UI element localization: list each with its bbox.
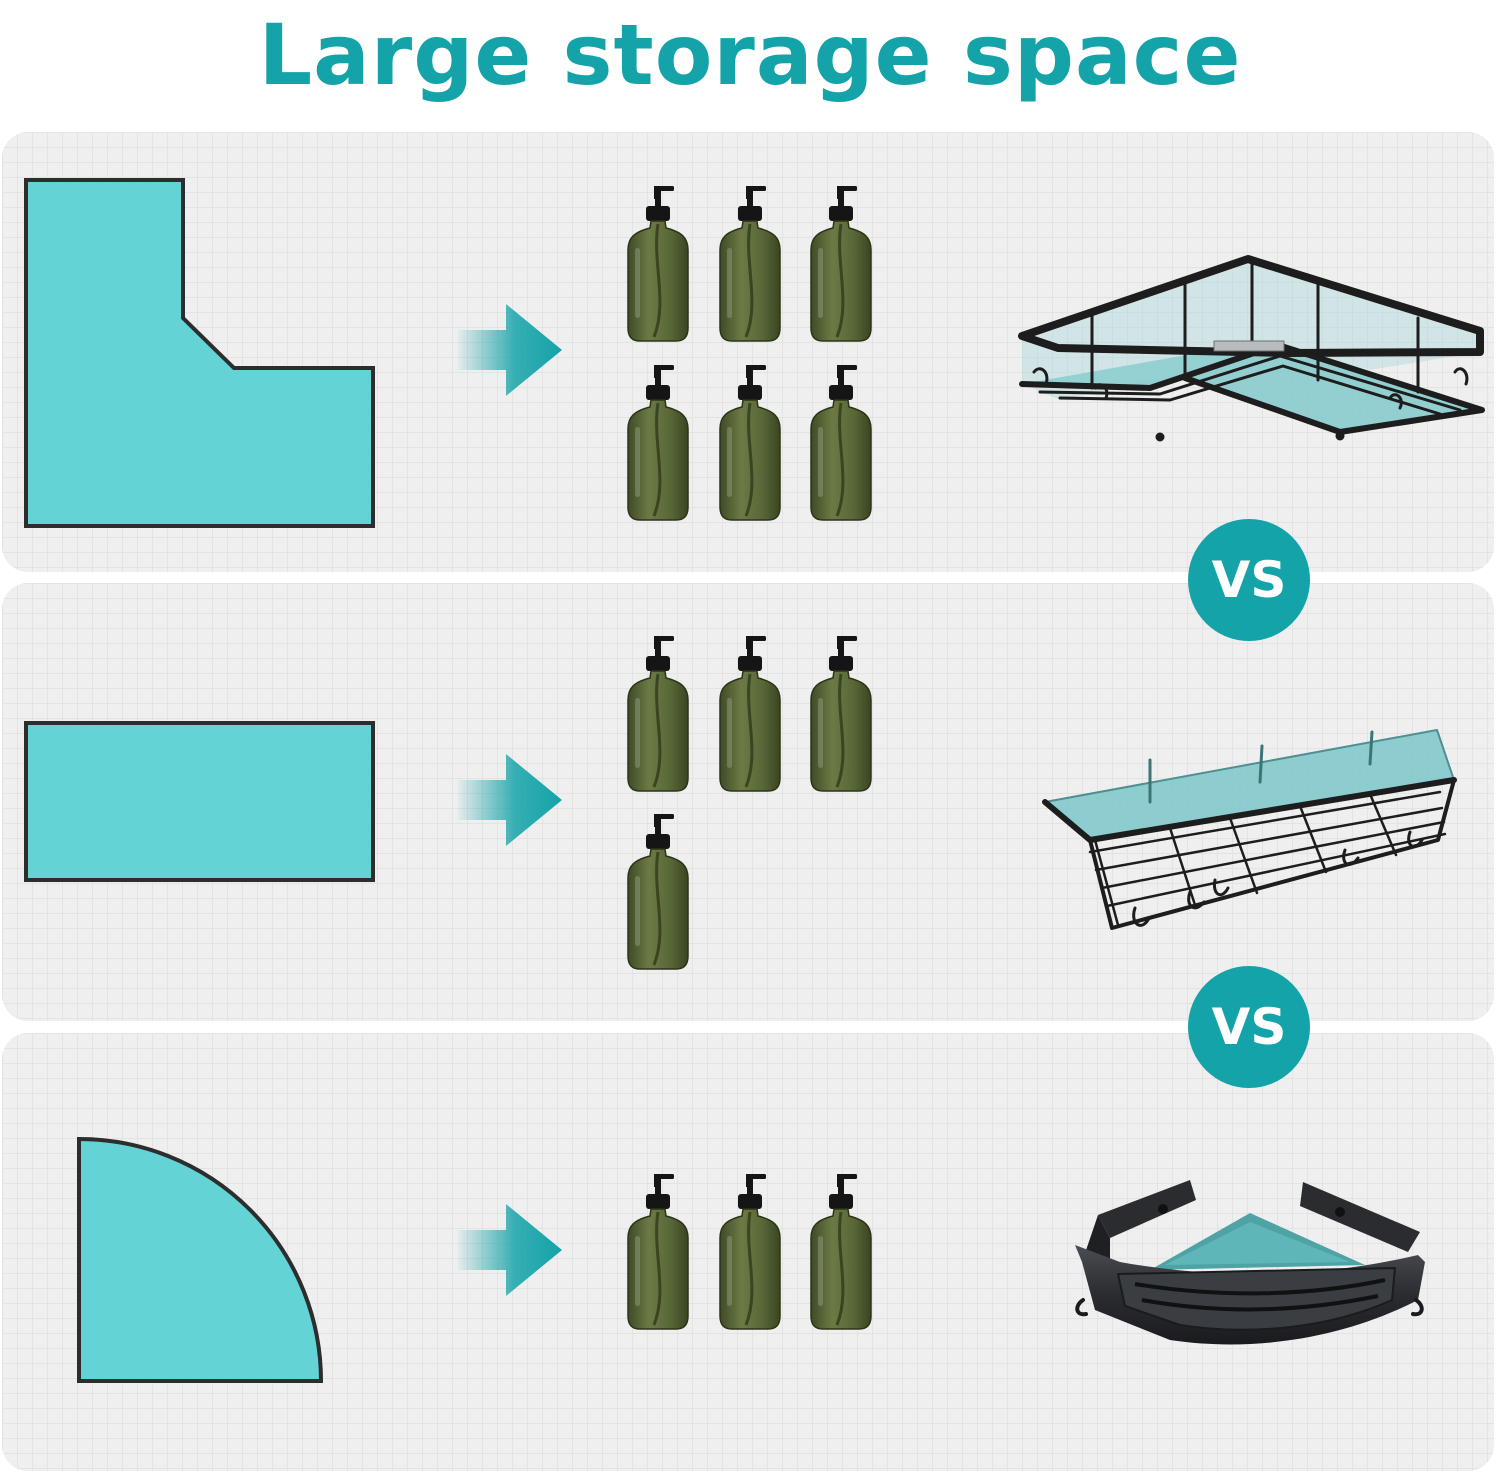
arrow-icon <box>458 304 562 396</box>
bottle-icon <box>626 812 690 971</box>
bottle-icon <box>809 184 873 343</box>
arrow-icon <box>458 1204 562 1296</box>
bottle-icon <box>809 1172 873 1331</box>
l-shaped-rack-icon <box>1018 255 1485 442</box>
bottle-icon <box>626 1172 690 1331</box>
bottle-icon <box>626 363 690 522</box>
corner-caddy-icon <box>1075 1180 1425 1345</box>
vs-badge: VS <box>1188 966 1310 1088</box>
quarter-circle-diagram <box>77 1136 324 1383</box>
bottle-icon <box>626 184 690 343</box>
rectangle-diagram <box>24 721 375 882</box>
l-shape-diagram <box>24 178 375 528</box>
vs-badge: VS <box>1188 519 1310 641</box>
bottle-icon <box>718 363 782 522</box>
rectangular-rack-icon <box>1042 729 1457 930</box>
bottle-icon <box>718 1172 782 1331</box>
arrow-icon <box>458 754 562 846</box>
bottle-group-6 <box>626 184 873 522</box>
bottle-icon <box>718 184 782 343</box>
bottle-icon <box>809 363 873 522</box>
bottle-icon <box>718 634 782 793</box>
bottle-group-4 <box>626 634 873 971</box>
bottle-icon <box>809 634 873 793</box>
bottle-icon <box>626 634 690 793</box>
bottle-group-3 <box>626 1172 873 1331</box>
page-title: Large storage space <box>258 6 1242 104</box>
